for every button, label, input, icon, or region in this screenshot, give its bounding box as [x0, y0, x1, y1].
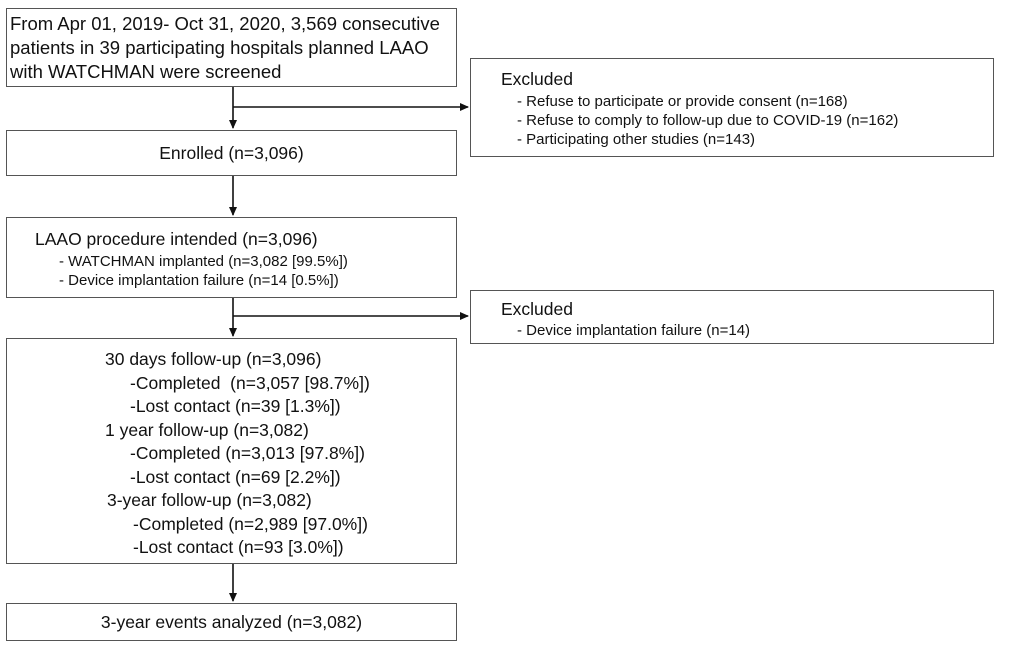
followup-3y-completed: -Completed (n=2,989 [97.0%]): [133, 514, 368, 534]
followup-1y-lost: -Lost contact (n=69 [2.2%]): [130, 467, 341, 487]
followup-30d-title: 30 days follow-up (n=3,096): [105, 349, 322, 369]
excluded-box-1: Excluded - Refuse to participate or prov…: [470, 58, 994, 157]
enrolled-box: Enrolled (n=3,096): [6, 130, 457, 176]
followup-box: 30 days follow-up (n=3,096) -Completed (…: [6, 338, 457, 564]
excluded-box-2: Excluded - Device implantation failure (…: [470, 290, 994, 344]
analyzed-box: 3-year events analyzed (n=3,082): [6, 603, 457, 641]
excluded-2-item-1: - Device implantation failure (n=14): [517, 322, 751, 339]
followup-3y-lost: -Lost contact (n=93 [3.0%]): [133, 537, 344, 557]
procedure-item-1: - WATCHMAN implanted (n=3,082 [99.5%]): [59, 253, 348, 270]
screening-line-2: patients in 39 participating hospitals p…: [10, 37, 429, 58]
followup-3y-title: 3-year follow-up (n=3,082): [107, 490, 312, 510]
procedure-box: LAAO procedure intended (n=3,096) - WATC…: [6, 217, 457, 298]
followup-30d-lost: -Lost contact (n=39 [1.3%]): [130, 396, 341, 416]
excluded-1-title: Excluded: [501, 69, 573, 89]
followup-30d-completed: -Completed (n=3,057 [98.7%]): [130, 373, 370, 393]
excluded-1-item-2: - Refuse to comply to follow-up due to C…: [517, 112, 899, 129]
excluded-1-item-1: - Refuse to participate or provide conse…: [517, 93, 848, 110]
followup-1y-title: 1 year follow-up (n=3,082): [105, 420, 309, 440]
screening-line-1: From Apr 01, 2019- Oct 31, 2020, 3,569 c…: [10, 13, 440, 34]
excluded-2-title: Excluded: [501, 299, 573, 319]
followup-1y-completed: -Completed (n=3,013 [97.8%]): [130, 443, 365, 463]
procedure-item-2: - Device implantation failure (n=14 [0.5…: [59, 272, 339, 289]
excluded-1-item-3: - Participating other studies (n=143): [517, 131, 756, 148]
procedure-title: LAAO procedure intended (n=3,096): [35, 229, 318, 249]
enrolled-label: Enrolled (n=3,096): [159, 143, 304, 163]
analyzed-label: 3-year events analyzed (n=3,082): [100, 612, 363, 632]
screening-box: From Apr 01, 2019- Oct 31, 2020, 3,569 c…: [6, 8, 457, 87]
screening-line-3: with WATCHMAN were screened: [10, 61, 282, 82]
